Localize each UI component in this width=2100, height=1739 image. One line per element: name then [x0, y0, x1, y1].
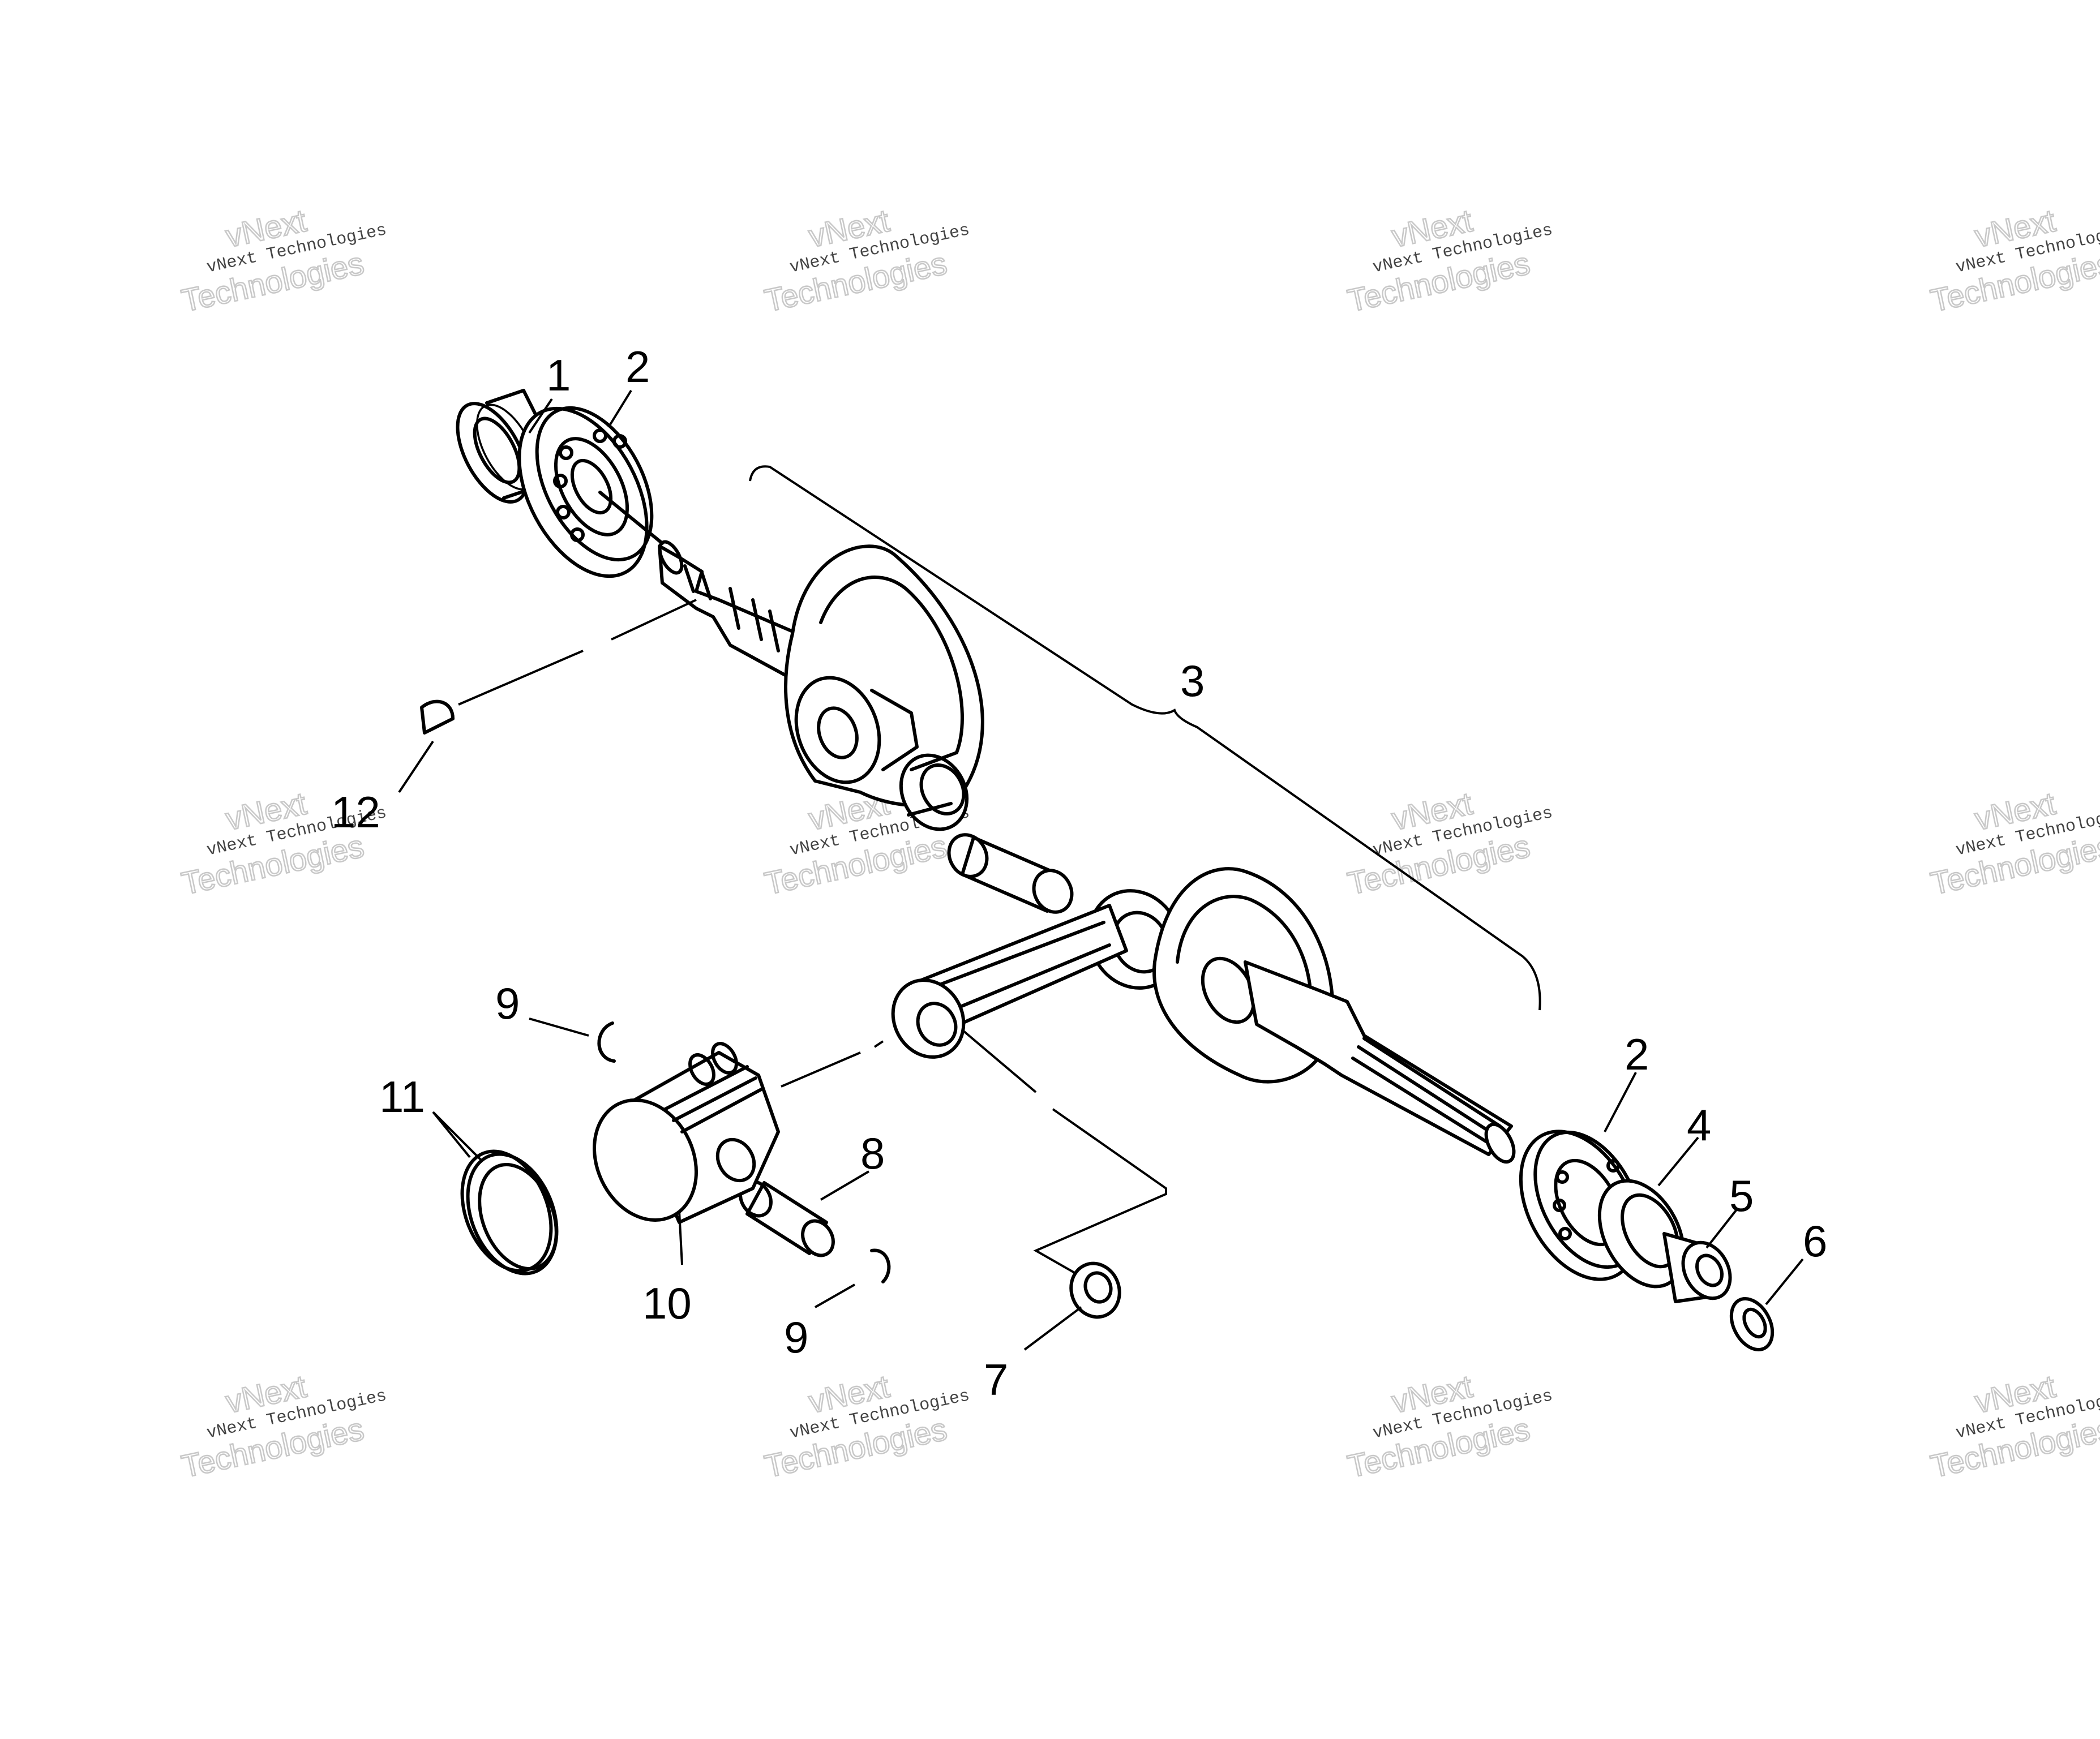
callout-numbers: 1 2 3 12 9 11 10 8 9 7 2 4 5 6 [331, 342, 1827, 1405]
flange-nut [1729, 1297, 1775, 1351]
callout-10: 10 [642, 1278, 692, 1328]
crank-pin [947, 833, 1074, 914]
callout-3: 3 [1180, 656, 1205, 706]
woodruff-key [420, 699, 455, 735]
callout-4: 4 [1687, 1100, 1711, 1150]
piston-pin-clip-upper [597, 1021, 616, 1063]
ball-bearing-left [517, 406, 654, 578]
callout-2-right: 2 [1625, 1029, 1649, 1079]
small-end-bearing [1069, 1261, 1121, 1319]
callout-leaders [398, 389, 1804, 1351]
needle-bearing [899, 751, 969, 831]
callout-11: 11 [379, 1072, 425, 1122]
callout-9-lower: 9 [784, 1312, 808, 1362]
callout-12: 12 [331, 787, 380, 837]
collar [1662, 1232, 1732, 1303]
piston-pin-clip-lower [870, 1248, 891, 1283]
callout-8: 8 [860, 1128, 885, 1178]
crankshaft-right-half [1152, 867, 1516, 1164]
callout-6: 6 [1803, 1216, 1827, 1266]
piston-rings [460, 1149, 559, 1276]
callout-1: 1 [546, 350, 571, 400]
crankshaft-left-half [458, 491, 984, 808]
bracket-item-3 [749, 465, 1541, 1011]
callout-9-upper: 9 [495, 978, 520, 1028]
piston [593, 1040, 884, 1224]
callout-5: 5 [1729, 1171, 1754, 1221]
callout-2-left: 2 [625, 342, 650, 392]
leader-small-end [961, 1029, 1167, 1274]
callout-7: 7 [984, 1355, 1008, 1405]
